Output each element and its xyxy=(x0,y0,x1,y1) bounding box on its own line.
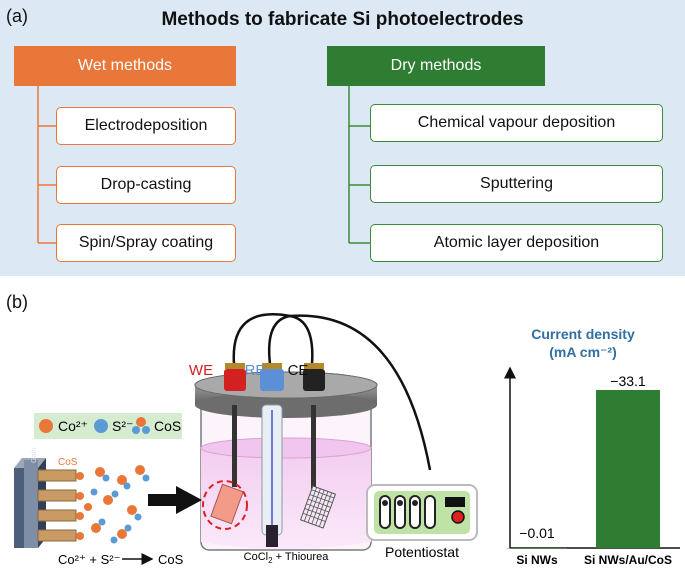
substrate-label: GaIn xyxy=(31,448,38,463)
we-label: WE xyxy=(189,362,213,379)
legend-cos: CoS xyxy=(154,418,181,434)
wires xyxy=(232,313,432,471)
deposition-arrow xyxy=(148,486,202,514)
chart: −0.01 −33.1 Si NWs Si NWs/Au/CoS Current… xyxy=(504,326,680,567)
dry-methods-header: Dry methods xyxy=(327,46,545,86)
wet-item-electrodeposition: Electrodeposition xyxy=(56,107,236,145)
bar-si-nws-au-cos xyxy=(596,390,660,548)
potentiostat-label: Potentiostat xyxy=(385,544,459,560)
re-label: RE xyxy=(245,362,266,379)
nanowire-electrode xyxy=(14,458,150,548)
dry-item-ald: Atomic layer deposition xyxy=(370,224,663,262)
reaction-left: Co²⁺ + S²⁻ xyxy=(58,552,121,567)
data-label-si-nws: −0.01 xyxy=(519,525,555,541)
solution-label: CoCl2 + Thiourea xyxy=(244,551,330,565)
cos-label: CoS xyxy=(58,457,78,468)
dry-connectors xyxy=(348,86,370,244)
bar-si-nws xyxy=(507,547,567,549)
legend-co: Co²⁺ xyxy=(58,418,88,434)
ce-label: CE xyxy=(288,362,309,379)
reference-electrode xyxy=(260,363,284,547)
potentiostat xyxy=(366,484,478,541)
panel-a-title: Methods to fabricate Si photoelectrodes xyxy=(161,9,524,30)
wet-item-spin-spray: Spin/Spray coating xyxy=(56,224,236,262)
data-label-si-nws-au-cos: −33.1 xyxy=(610,373,646,389)
panel-b-label: (b) xyxy=(6,292,28,312)
wet-methods-header: Wet methods xyxy=(14,46,236,86)
dry-item-sputtering: Sputtering xyxy=(370,165,663,203)
category-label-si-nws-au-cos: Si NWs/Au/CoS xyxy=(584,553,672,567)
wet-item-drop-casting: Drop-casting xyxy=(56,166,236,204)
tree-connectors xyxy=(37,86,370,244)
chart-unit: (mA cm⁻²) xyxy=(549,344,617,360)
reaction-right: CoS xyxy=(158,552,184,567)
counter-electrode xyxy=(299,363,337,529)
dry-item-cvd: Chemical vapour deposition xyxy=(370,104,663,142)
chart-title: Current density xyxy=(531,326,635,342)
category-label-si-nws: Si NWs xyxy=(516,553,558,567)
legend-s: S²⁻ xyxy=(112,418,133,434)
panel-a-label: (a) xyxy=(6,6,28,26)
working-electrode xyxy=(202,363,248,530)
wet-connectors xyxy=(37,86,56,244)
beaker xyxy=(194,371,378,551)
